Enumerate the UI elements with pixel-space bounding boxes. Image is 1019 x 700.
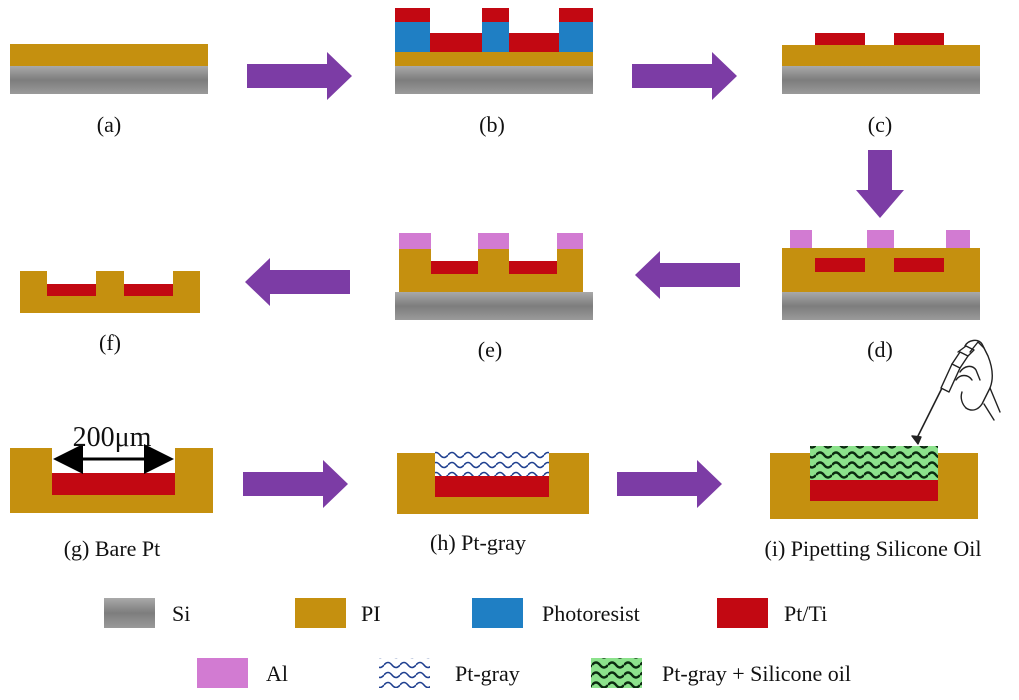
process-arrow-icon (635, 251, 740, 299)
dimension-label: 200μm (73, 422, 152, 453)
process-arrow-icon (243, 460, 348, 508)
step-d-diagram (782, 230, 980, 320)
step-h-caption: (h) Pt-gray (430, 530, 526, 555)
legend-label-pt-gray: Pt-gray (455, 661, 520, 686)
step-e-caption: (e) (478, 337, 502, 362)
step-b-caption: (b) (479, 112, 505, 137)
legend-swatch-pt-ti (717, 598, 768, 628)
step-f-caption: (f) (99, 330, 121, 355)
legend-swatch-photoresist (472, 598, 523, 628)
si-substrate (10, 66, 208, 94)
photoresist-block (395, 22, 430, 52)
si-substrate (395, 66, 593, 94)
pt-electrode (435, 476, 549, 497)
process-arrow-icon (247, 52, 352, 100)
pt-ti-on-resist (395, 8, 430, 22)
pt-ti-layer (815, 33, 865, 45)
al-block (557, 233, 583, 249)
pt-gray-layer (435, 451, 549, 476)
legend-label-pt-ti: Pt/Ti (784, 601, 827, 626)
legend-swatch-pi (295, 598, 346, 628)
legend-label-photoresist: Photoresist (542, 601, 640, 626)
pt-ti-layer (894, 33, 944, 45)
step-f-diagram (20, 271, 200, 313)
legend-label-si: Si (172, 601, 190, 626)
pt-ti-on-resist (482, 8, 509, 22)
pt-ti-layer (124, 284, 173, 296)
pi-layer (395, 52, 593, 66)
pt-electrode (52, 473, 175, 495)
pt-ti-layer (431, 261, 478, 274)
step-d-caption: (d) (867, 337, 893, 362)
process-arrow-icon (245, 258, 350, 306)
hand-holding-pipette-icon (911, 339, 1001, 445)
al-block (946, 230, 970, 248)
step-b-diagram (395, 8, 593, 94)
pi-layer (782, 45, 980, 66)
si-substrate (782, 292, 980, 320)
legend: Si PI Photoresist Pt/Ti Al Pt-gray Pt-gr… (104, 598, 851, 688)
step-i-diagram (770, 446, 978, 519)
process-arrow-icon (856, 150, 904, 218)
pt-ti-layer (430, 33, 482, 52)
pt-ti-on-resist (559, 8, 593, 22)
step-c-caption: (c) (868, 112, 892, 137)
pi-layer-etched (399, 249, 583, 292)
al-block (790, 230, 812, 248)
legend-swatch-pt-gray-oil (591, 658, 642, 688)
step-a-diagram (10, 44, 208, 94)
si-substrate (395, 292, 593, 320)
legend-swatch-si (104, 598, 155, 628)
step-g-diagram: 200μm (10, 422, 213, 513)
step-a-caption: (a) (97, 112, 121, 137)
step-c-diagram (782, 33, 980, 94)
pi-layer-released (20, 271, 200, 313)
pi-layer (782, 248, 980, 292)
process-arrow-icon (617, 460, 722, 508)
pt-ti-layer (815, 258, 865, 272)
step-e-diagram (395, 233, 593, 320)
pi-layer (10, 44, 208, 66)
photoresist-block (559, 22, 593, 52)
legend-label-pi: PI (361, 601, 381, 626)
legend-swatch-pt-gray (379, 658, 430, 688)
si-substrate (782, 66, 980, 94)
step-i-caption: (i) Pipetting Silicone Oil (765, 536, 982, 561)
pt-ti-layer (47, 284, 96, 296)
al-block (478, 233, 509, 249)
al-block (399, 233, 431, 249)
photoresist-block (482, 22, 509, 52)
pt-ti-layer (509, 33, 559, 52)
al-block (867, 230, 894, 248)
pt-electrode (810, 480, 938, 501)
pt-ti-layer (894, 258, 944, 272)
pt-gray-silicone-oil-layer (810, 446, 938, 480)
process-arrow-icon (632, 52, 737, 100)
step-h-diagram (397, 451, 589, 514)
pt-ti-layer (509, 261, 557, 274)
legend-label-pt-gray-oil: Pt-gray + Silicone oil (662, 661, 851, 686)
step-g-caption: (g) Bare Pt (64, 536, 161, 561)
legend-label-al: Al (266, 661, 288, 686)
legend-swatch-al (197, 658, 248, 688)
